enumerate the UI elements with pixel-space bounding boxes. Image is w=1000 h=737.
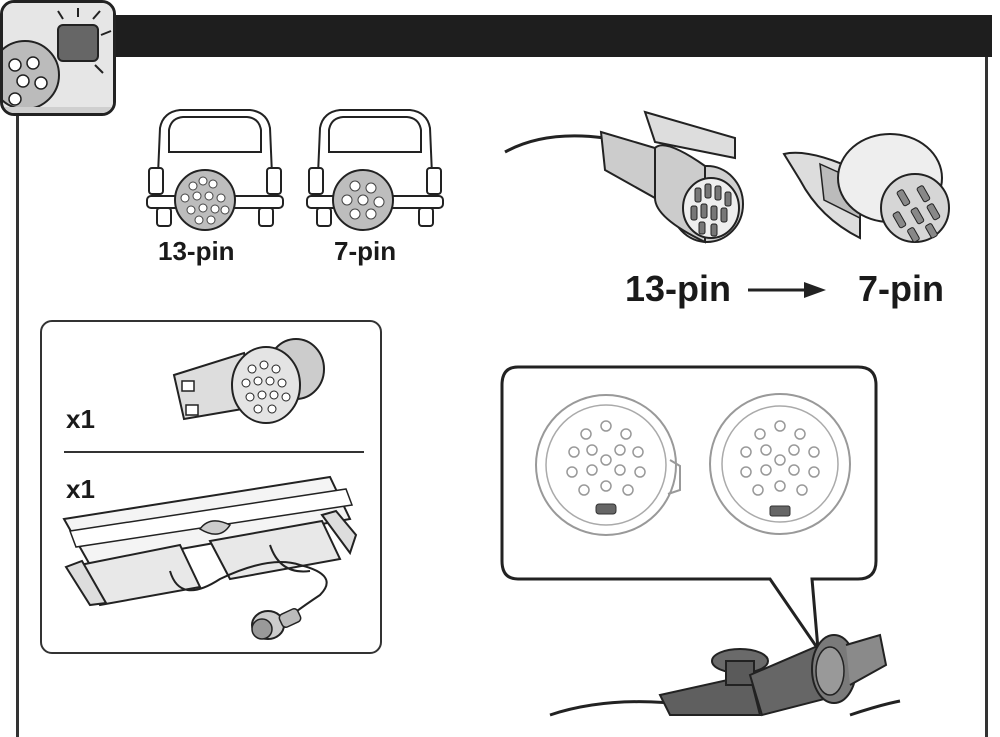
adapter-quantity: x1: [66, 404, 95, 434]
panel-divider: [64, 451, 364, 453]
rear-lamp-kit-illustration: [62, 475, 358, 640]
car-7pin-label: 7-pin: [334, 236, 397, 266]
page-border: [16, 57, 988, 737]
connector-13pin-illustration: [504, 110, 744, 244]
car-rear-7pin-illustration: [306, 109, 444, 231]
socket-face-right: [709, 393, 851, 535]
socket-light-icon: [3, 3, 113, 113]
lamp-quantity: x1: [66, 474, 95, 504]
package-contents-panel: [40, 320, 382, 654]
arrow-right-icon: [748, 282, 826, 298]
adapter-from-label: 13-pin: [625, 268, 732, 309]
adapter-plug-illustration: [172, 338, 325, 424]
adapter-to-label: 7-pin: [858, 268, 944, 309]
car-rear-13pin-illustration: [146, 109, 284, 231]
socket-face-left: [535, 394, 681, 536]
car-13pin-label: 13-pin: [158, 236, 235, 266]
header-bar: [110, 15, 992, 57]
bottom-plug-illustration: [549, 633, 901, 717]
corner-badge: [0, 0, 116, 116]
connector-7pin-illustration: [782, 133, 950, 243]
